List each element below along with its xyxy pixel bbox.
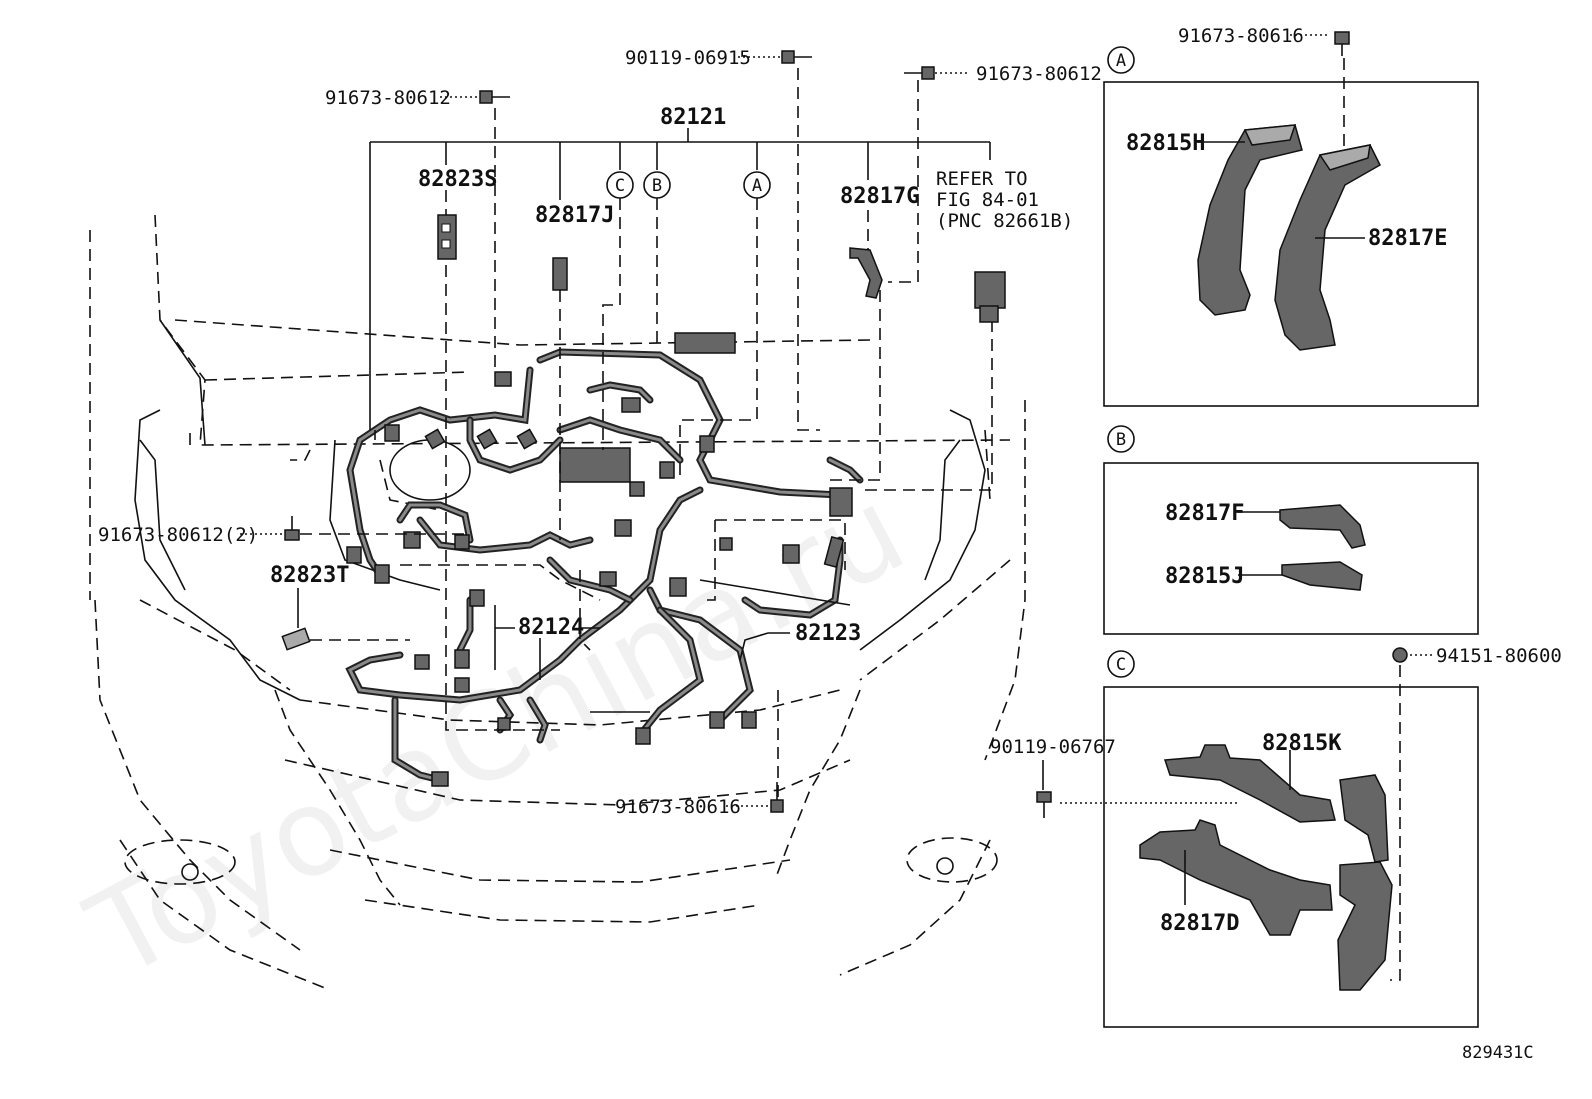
label-82817g: 82817G [840,184,919,209]
label-82823t: 82823T [270,563,349,588]
bolt-icon [904,66,935,80]
svg-text:A: A [752,176,762,196]
refer-line-2: FIG 84-01 [936,189,1039,211]
label-90119-06767: 90119-06767 [990,736,1116,758]
svg-text:B: B [652,176,662,196]
bolt-icon [1036,791,1052,818]
refer-line-3: (PNC 82661B) [936,210,1073,232]
bolt-icon [479,90,510,104]
svg-text:C: C [615,176,625,196]
label-82823s: 82823S [418,167,497,192]
bolt-icon [770,782,784,813]
label-82815h: 82815H [1126,131,1205,156]
label-82817f: 82817F [1165,501,1244,526]
diagram-id: 829431C [1462,1043,1534,1063]
panel-a-marker: A [1116,51,1126,71]
detail-panel-b: B 82817F 82815J [1103,425,1479,635]
panel-c-marker: C [1116,655,1126,675]
refer-line-1: REFER TO [936,168,1028,190]
bolt-icon [781,50,812,64]
label-82121: 82121 [660,105,726,130]
label-91673-80612-left: 91673-80612 [325,87,451,109]
callout-c: C [606,171,634,199]
panel-b-marker: B [1116,430,1126,450]
callout-a: A [743,171,771,199]
label-91673-80612-right: 91673-80612 [976,63,1102,85]
label-82815k: 82815K [1262,731,1342,756]
harness-connectors [346,332,853,787]
label-91673-80616-bottom: 91673-80616 [615,796,741,818]
label-82817j: 82817J [535,203,614,228]
label-82817d: 82817D [1160,911,1239,936]
detail-panel-a: A 91673-80616 82815H 82817E [1103,25,1479,407]
label-82124: 82124 [518,615,584,640]
callout-b: B [643,171,671,199]
detail-panel-c: C 94151-80600 82815K 82817D [1103,645,1562,1028]
bolt-icon [284,516,300,541]
car-body-outline [89,214,1026,991]
clip-icon [1392,647,1408,663]
leader-lines [240,56,1240,807]
label-82815j: 82815J [1165,564,1244,589]
label-94151-80600: 94151-80600 [1436,645,1562,667]
label-91673-80616-a: 91673-80616 [1178,25,1304,47]
label-82123: 82123 [795,621,861,646]
bolt-icon [1334,31,1350,56]
label-82817e: 82817E [1368,226,1447,251]
main-small-parts [281,50,1052,818]
label-90119-06915: 90119-06915 [625,47,751,69]
label-91673-80612-2: 91673-80612(2) [98,524,258,546]
